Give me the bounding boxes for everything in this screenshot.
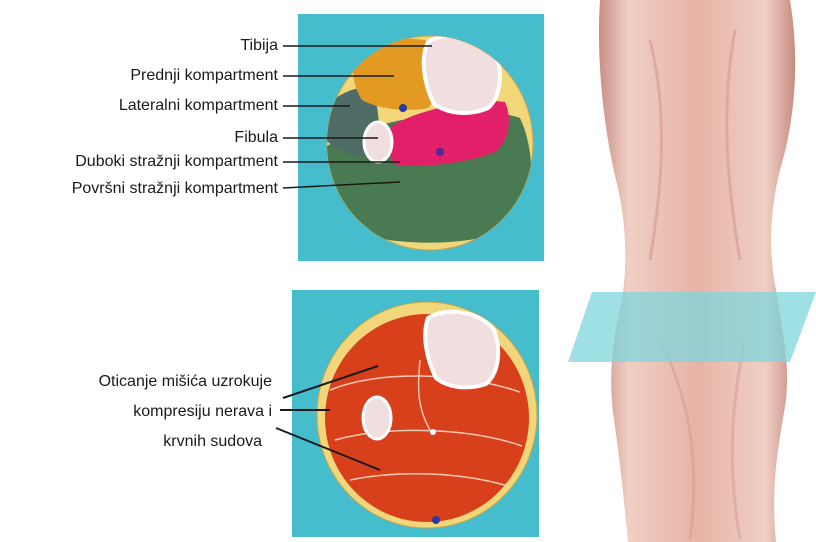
label-tibia: Tibija <box>240 37 278 54</box>
fibula-bone <box>364 122 392 162</box>
label-lateral-compartment: Lateralni kompartment <box>119 97 279 114</box>
label-swelling-line3: krvnih sudova <box>163 433 262 450</box>
tibia-bone <box>425 312 498 388</box>
label-swelling-line1: Oticanje mišića uzrokuje <box>99 373 273 390</box>
label-deep-posterior-compartment: Duboki stražnji kompartment <box>75 153 278 170</box>
neurovascular-bundle <box>432 516 440 524</box>
neurovascular-bundle <box>436 148 444 156</box>
label-anterior-compartment: Prednji kompartment <box>130 67 278 84</box>
neurovascular-bundle <box>399 104 407 112</box>
label-swelling-line2: kompresiju nerava i <box>133 403 272 420</box>
fibula-bone <box>363 397 391 439</box>
label-superficial-posterior-compartment: Površni stražnji kompartment <box>72 180 279 197</box>
neurovascular-bundle <box>430 429 436 435</box>
leg <box>599 0 795 542</box>
label-fibula: Fibula <box>234 129 278 146</box>
swollen-cross-section <box>276 290 539 537</box>
leg-illustration <box>568 0 816 542</box>
section-plane <box>568 292 816 362</box>
normal-cross-section <box>283 14 544 261</box>
